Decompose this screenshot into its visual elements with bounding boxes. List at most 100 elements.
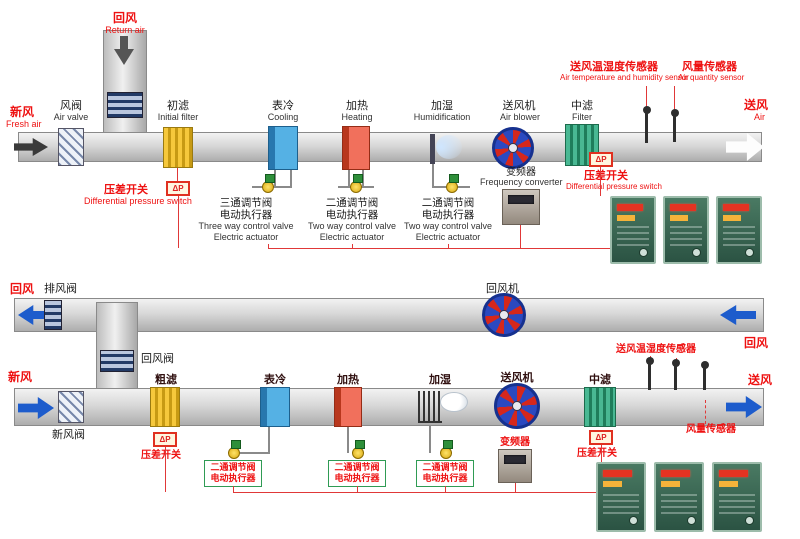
bot-valve1-label-zh1: 二通调节阀	[210, 462, 256, 472]
bot-vfd-label: 变频器	[500, 437, 530, 448]
top-aq-sensor-label-zh: 风量传感器	[682, 61, 737, 73]
bot-humidifier-cloud-icon	[440, 392, 468, 412]
bot-valve3-label-zh1: 二通调节阀	[422, 462, 468, 472]
top-initial-filter-label-en: Initial filter	[157, 112, 199, 122]
controller-button-grid	[661, 492, 697, 514]
top-heating-label-zh: 加热	[346, 100, 368, 112]
top-heating-label-en: Heating	[341, 112, 373, 122]
bot-valve1-pipe	[268, 427, 270, 453]
bot-return-valve-icon	[100, 350, 134, 372]
top-dp1-switch-icon: ΔP	[166, 181, 190, 196]
top-blower-label-zh: 送风机	[502, 100, 536, 112]
bot-exhaust-valve-icon	[44, 300, 62, 330]
bot-aq-sensor-label: 风量传感器	[686, 424, 736, 435]
top-vfd-box-icon	[502, 189, 540, 225]
bot-dp2-switch-icon: ΔP	[589, 430, 613, 445]
top-th-sensor-label-en: Air temperature and humidity sensor	[560, 73, 689, 82]
bot-valve1-pipe-h	[240, 452, 270, 454]
bot-heating-coil-icon	[334, 387, 362, 427]
top-dp2-label-en: Differential pressure switch	[566, 182, 662, 191]
controller-display-red	[670, 204, 697, 211]
bot-vfd-box-icon	[498, 449, 532, 483]
bot-th-sensor-label: 送风温湿度传感器	[616, 344, 696, 355]
bot-blower-label: 送风机	[500, 372, 534, 384]
bot-valve3-labelbox: 二通调节阀电动执行器	[416, 460, 474, 487]
top-heating-pipe-2	[362, 170, 364, 187]
top-th-sensor-icon	[645, 113, 648, 143]
top-wire-bus	[268, 248, 610, 249]
top-supply-label-en: Air	[754, 112, 765, 122]
bot-cooling-label: 表冷	[264, 374, 286, 386]
top-air-valve-icon	[58, 128, 84, 166]
top-valve2a-label-en2: Electric actuator	[319, 232, 385, 242]
bot-valve3-pipe	[429, 425, 431, 453]
bot-wire-stub-2	[357, 486, 358, 492]
top-valve3-label-en2: Electric actuator	[213, 232, 279, 242]
bot-two-way-valve-2-icon	[352, 440, 365, 459]
controller-button-grid	[603, 492, 639, 514]
top-dp2-label-zh: 压差开关	[584, 170, 628, 182]
bot-wire-dp2	[601, 445, 602, 462]
top-return-air-label-zh: 回风	[112, 11, 137, 25]
top-mid-filter-label-zh: 中滤	[571, 100, 593, 112]
top-aq-sensor-label-en: Air quantity sensor	[678, 73, 745, 82]
top-heating-pipe-1	[348, 170, 350, 187]
bot-dp1-switch-icon: ΔP	[153, 432, 177, 447]
bot-th-sensor-icon	[648, 364, 651, 390]
bot-aq-sensor-icon	[703, 368, 706, 390]
controller-display-amber	[661, 481, 681, 487]
top-dp1-wire	[177, 168, 178, 181]
bot-fresh-label: 新风	[8, 370, 33, 384]
top-cooling-coil-icon	[268, 126, 298, 170]
bot-wire-dp1	[165, 447, 166, 492]
top-valve2b-label-zh2: 电动执行器	[421, 209, 475, 221]
controller-knob	[629, 516, 638, 525]
bot-valve3-label-zh2: 电动执行器	[422, 473, 468, 484]
top-humidifier-mist-icon	[436, 135, 462, 159]
top-main-duct	[18, 132, 762, 162]
controller-display-red	[603, 470, 632, 477]
top-dp2-switch-icon: ΔP	[589, 152, 613, 167]
top-valve2b-label-en2: Electric actuator	[415, 232, 481, 242]
bot-coarse-filter-icon	[150, 387, 180, 427]
bot-valve1-labelbox: 二通调节阀电动执行器	[204, 460, 262, 487]
controller-display-amber	[719, 481, 739, 487]
top-valve3-label-zh1: 三通调节阀	[219, 197, 273, 209]
bot-two-way-valve-3-icon	[440, 440, 453, 459]
controller-button-grid	[670, 226, 702, 246]
bot-mid-filter-label: 中滤	[589, 374, 611, 386]
bot-return-duct	[14, 298, 764, 332]
top-controller-3	[716, 196, 762, 264]
top-vfd-label-en: Frequency converter	[480, 177, 563, 187]
bot-controller-2	[654, 462, 704, 532]
bot-wire-vfd	[515, 483, 516, 492]
bot-fresh-valve-label: 新风阀	[52, 429, 85, 441]
top-valve2a-label-zh1: 二通调节阀	[325, 197, 379, 209]
bot-return-valve-label: 回风阀	[141, 353, 174, 365]
top-heating-coil-icon	[342, 126, 370, 170]
bot-controller-1	[596, 462, 646, 532]
bot-valve2-pipe	[347, 427, 349, 453]
top-three-way-valve-icon	[262, 174, 275, 193]
bot-valve1-label-zh2: 电动执行器	[210, 473, 256, 484]
top-humidifier-nozzle-icon	[430, 134, 435, 164]
top-vfd-label-zh: 变频器	[506, 167, 536, 178]
bot-mixing-duct	[96, 302, 138, 392]
bot-th-sensor-2-icon	[674, 366, 677, 390]
top-wire-dp1	[178, 196, 179, 248]
top-fresh-air-label-zh: 新风	[10, 105, 35, 119]
top-th-sensor-wire	[646, 86, 647, 108]
bot-cooling-coil-icon	[260, 387, 290, 427]
controller-knob	[692, 248, 701, 257]
bot-th-sensor-head-icon	[646, 357, 654, 365]
top-return-damper-icon	[107, 92, 143, 118]
top-dp1-label-zh: 压差开关	[104, 184, 148, 196]
bot-dp1-label: 压差开关	[141, 450, 181, 461]
top-valve2b-label-zh1: 二通调节阀	[421, 197, 475, 209]
controller-display-amber	[723, 215, 741, 221]
bot-valve2-label-zh1: 二通调节阀	[334, 462, 380, 472]
top-humid-pipe-1	[432, 164, 434, 187]
top-two-way-valve-2-icon	[446, 174, 459, 193]
bot-wire-bus	[233, 492, 596, 493]
